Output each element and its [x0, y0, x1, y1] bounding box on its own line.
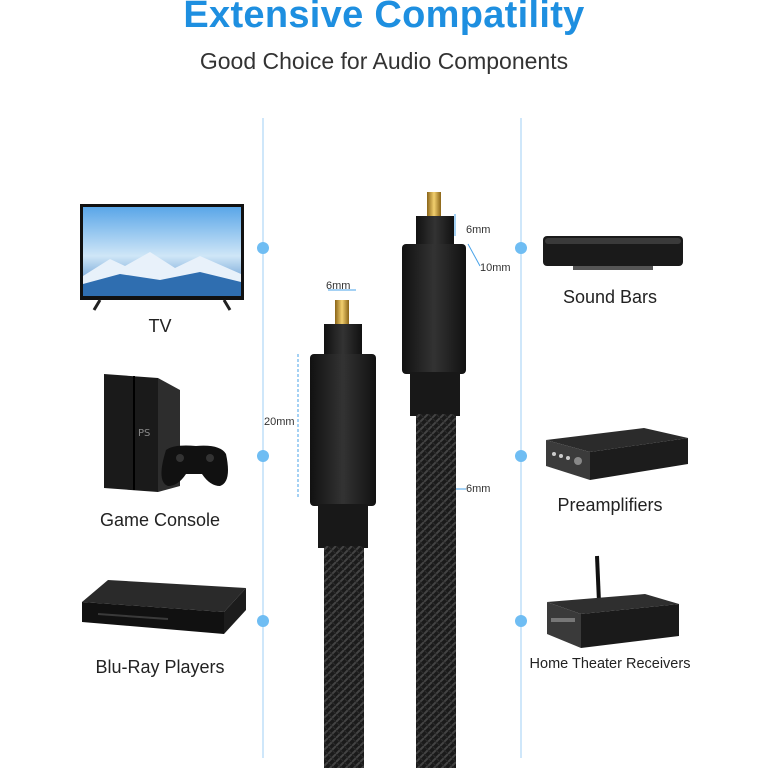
- dim-cable: 6mm: [466, 483, 491, 495]
- left-dot-bluray: [257, 615, 269, 627]
- left-dot-tv: [257, 242, 269, 254]
- device-label-tv: TV: [148, 316, 172, 336]
- dim-right-tip: 6mm: [466, 224, 491, 236]
- bluray-player-icon: [78, 578, 248, 638]
- soundbar-icon: [543, 234, 685, 274]
- device-label-bluray: Blu-Ray Players: [95, 657, 225, 677]
- device-label-soundbar: Sound Bars: [562, 287, 658, 307]
- dim-left-tip: 6mm: [326, 280, 351, 292]
- page-subtitle: Good Choice for Audio Components: [199, 48, 569, 74]
- optical-cable-image: [280, 178, 500, 768]
- preamplifier-icon: [544, 428, 690, 484]
- left-guide-line: [262, 118, 264, 758]
- right-dot-soundbar: [515, 242, 527, 254]
- right-guide-line: [520, 118, 522, 758]
- right-dot-preamp: [515, 450, 527, 462]
- page-title: Extensive Compatility: [183, 0, 585, 36]
- right-dot-receiver: [515, 615, 527, 627]
- device-label-preamplifier: Preamplifiers: [557, 495, 663, 515]
- tv-icon: [80, 204, 244, 312]
- device-label-receiver: Home Theater Receivers: [529, 656, 691, 672]
- dim-left-body: 20mm: [264, 416, 295, 428]
- svg-text:PS: PS: [138, 428, 150, 439]
- receiver-icon: [545, 552, 681, 652]
- dim-right-body: 10mm: [480, 262, 511, 274]
- game-console-icon: PS: [100, 374, 230, 496]
- device-label-game-console: Game Console: [99, 510, 221, 530]
- left-dot-console: [257, 450, 269, 462]
